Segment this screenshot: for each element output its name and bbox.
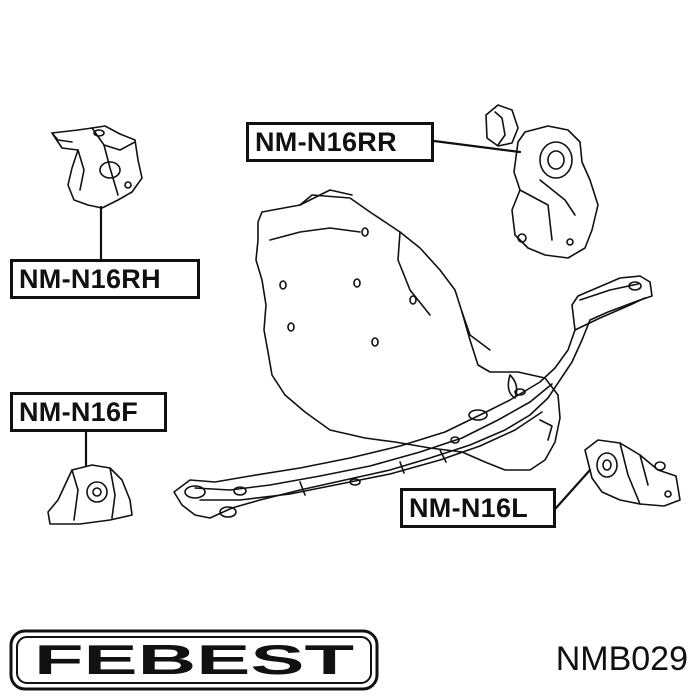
- mount-rh: [51, 125, 143, 209]
- label-nm-n16f: NM-N16F: [10, 392, 167, 432]
- brand-name: FEBEST: [34, 636, 355, 683]
- engine-block: [255, 189, 561, 471]
- febest-logo: FEBEST: [9, 629, 379, 691]
- mount-l: [584, 439, 681, 507]
- label-nm-n16l: NM-N16L: [400, 488, 556, 528]
- label-nm-n16rr: NM-N16RR: [246, 122, 434, 162]
- leader-lines: [84, 139, 592, 510]
- part-number: NMB029: [555, 640, 688, 678]
- label-nm-n16rh: NM-N16RH: [10, 259, 200, 299]
- mount-f: [47, 464, 133, 525]
- subframe: [173, 275, 653, 519]
- mount-rr: [485, 104, 599, 259]
